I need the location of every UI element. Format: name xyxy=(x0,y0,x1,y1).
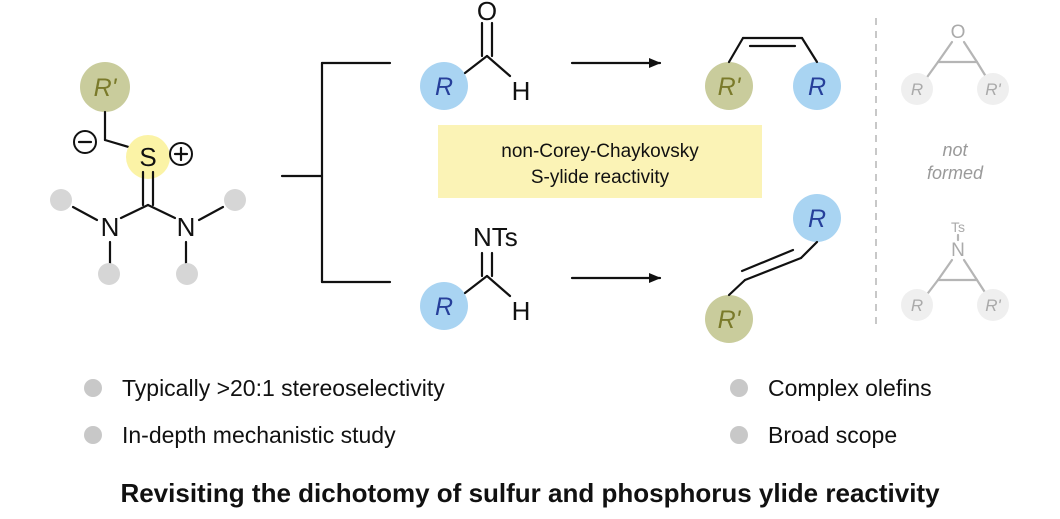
z-olefin-product: R' R xyxy=(705,36,841,110)
bullet-dot-icon xyxy=(84,379,102,397)
r-prime-label: R' xyxy=(718,73,742,101)
imine-structure: R NTs H xyxy=(420,222,530,330)
r-prime-substituent-circle xyxy=(705,62,753,110)
r-label: R xyxy=(435,73,453,101)
nts-group: NTs xyxy=(473,222,518,252)
tosyl-label: Ts xyxy=(951,219,965,235)
bullet-text: In-depth mechanistic study xyxy=(122,421,396,448)
r-prime-substituent-circle xyxy=(705,295,753,343)
callout-box xyxy=(438,125,762,198)
aldehyde-structure: R O H xyxy=(420,0,530,110)
sulfur-atom: S xyxy=(139,142,156,172)
bullet-dot-icon xyxy=(84,426,102,444)
r-prime-label: R' xyxy=(985,296,1001,315)
aziridine-not-formed: Ts N R R' xyxy=(901,219,1009,321)
methyl-group xyxy=(98,263,120,285)
e-olefin-product: R R' xyxy=(705,194,841,343)
bullet-dot-icon xyxy=(730,426,748,444)
hydrogen-atom: H xyxy=(512,76,531,106)
bullet-text: Broad scope xyxy=(768,421,898,448)
list-item: Complex olefins xyxy=(730,373,932,403)
r-prime-label: R' xyxy=(94,74,118,102)
hydrogen-atom: H xyxy=(512,296,531,326)
epoxide-not-formed: O R R' xyxy=(901,22,1009,105)
bullet-dot-icon xyxy=(730,379,748,397)
oxygen-atom: O xyxy=(951,22,966,43)
sulfonium-charge-icon xyxy=(169,142,193,166)
sulfur-ylide-structure: R' S N N xyxy=(50,62,246,285)
bullet-list-left: Typically >20:1 stereoselectivity In-dep… xyxy=(84,373,445,467)
carbanion-charge-icon xyxy=(73,130,97,154)
r-label: R xyxy=(808,73,826,101)
nitrogen-atom: N xyxy=(951,240,965,261)
reaction-scheme: .bond { stroke:#111; stroke-width:2.2; f… xyxy=(50,0,1009,343)
not-formed-label-line-1: not xyxy=(942,140,968,160)
bullet-text: Typically >20:1 stereoselectivity xyxy=(122,374,445,401)
bullet-text: Complex olefins xyxy=(768,374,932,401)
r-substituent-circle xyxy=(793,62,841,110)
r-label: R xyxy=(911,80,923,99)
methyl-group xyxy=(176,263,198,285)
r-label: R xyxy=(808,205,826,233)
methyl-group xyxy=(50,189,72,211)
callout-line-1: non-Corey-Chaykovsky xyxy=(501,141,699,162)
figure-caption: Revisiting the dichotomy of sulfur and p… xyxy=(120,478,940,508)
r-label: R xyxy=(435,293,453,321)
callout-line-2: S-ylide reactivity xyxy=(531,167,670,188)
r-label: R xyxy=(911,296,923,315)
r-prime-substituent-circle xyxy=(80,62,130,112)
not-formed-label-line-2: formed xyxy=(927,163,984,183)
r-prime-label: R' xyxy=(985,80,1001,99)
r-prime-label: R' xyxy=(718,306,742,334)
oxygen-atom: O xyxy=(477,0,497,26)
r-substituent-circle xyxy=(793,194,841,242)
nitrogen-atom-right: N xyxy=(177,212,196,242)
sulfur-highlight xyxy=(126,135,170,179)
list-item: Typically >20:1 stereoselectivity xyxy=(84,373,445,403)
list-item: In-depth mechanistic study xyxy=(84,420,445,450)
methyl-group xyxy=(224,189,246,211)
bullet-list-right: Complex olefins Broad scope xyxy=(730,373,932,467)
branch-bracket xyxy=(280,61,392,284)
nitrogen-atom-left: N xyxy=(101,212,120,242)
list-item: Broad scope xyxy=(730,420,932,450)
r-substituent-circle xyxy=(420,282,468,330)
r-substituent-circle xyxy=(420,62,468,110)
